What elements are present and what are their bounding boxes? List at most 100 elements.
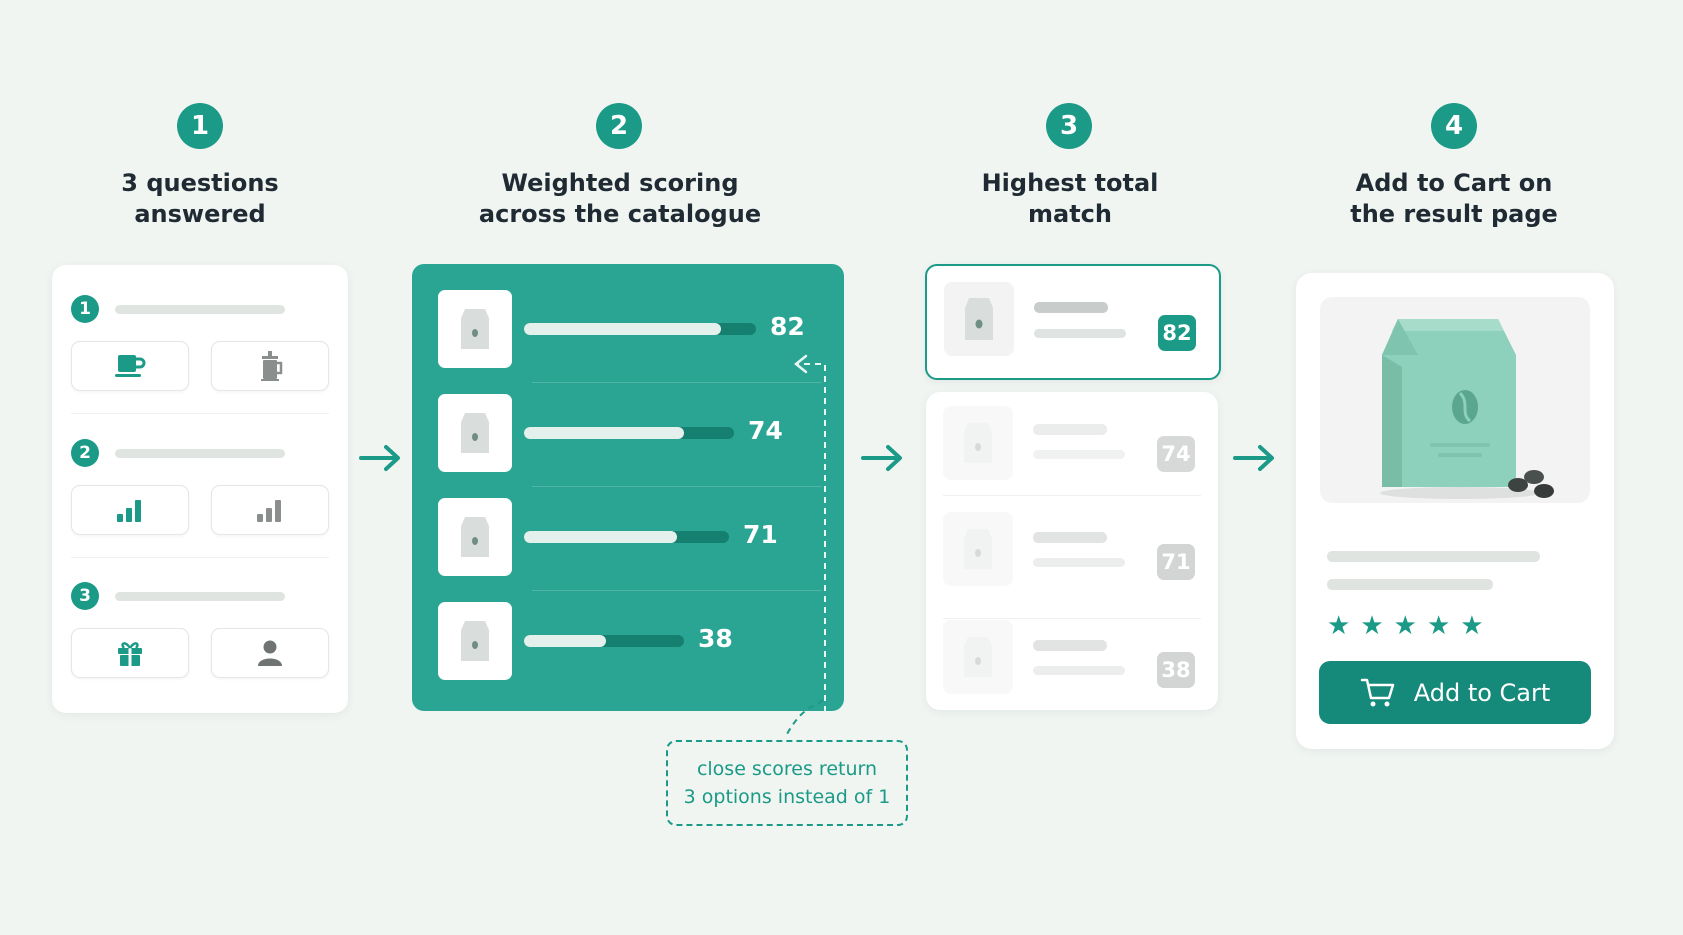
score-bar-fill [524,323,721,335]
questions-card: 1 2 3 [52,265,348,713]
result-placeholder-bar [1033,532,1107,543]
step-3-title-line2: match [1028,200,1112,228]
question-2-option-b[interactable] [211,485,329,535]
star-icon: ★ [1360,611,1384,641]
step-2-title: Weighted scoring across the catalogue [450,168,790,230]
question-divider [71,557,329,558]
top-result-placeholder-bar [1034,329,1126,338]
step-4-title: Add to Cart on the result page [1284,168,1624,230]
coffee-bag-icon [965,298,993,340]
star-icon: ★ [1327,611,1351,641]
result-product-thumbnail [943,512,1013,586]
annotation-line2: 3 options instead of 1 [683,786,891,808]
star-icon: ★ [1393,611,1417,641]
flow-arrow-icon [861,445,902,471]
score-bar-fill [524,427,684,439]
question-2-placeholder-bar [115,449,285,458]
step-2-badge: 2 [596,103,642,149]
result-placeholder-bar [1033,424,1107,435]
result-row [943,406,1013,480]
result-product-thumbnail [943,406,1013,480]
coffee-bag-icon [461,309,489,349]
coffee-bag-icon [461,413,489,453]
question-1-option-a[interactable] [71,341,189,391]
step-1-badge: 1 [177,103,223,149]
score-product-thumbnail [438,602,512,680]
score-bar-fill [524,635,606,647]
step-1-title: 3 questions answered [30,168,370,230]
question-divider [71,413,329,414]
score-row-divider [532,486,822,487]
score-value: 82 [770,312,805,341]
top-result-score-badge: 82 [1158,315,1196,351]
star-icon: ★ [1460,611,1484,641]
annotation-connector [793,354,826,712]
coffee-cup-icon [115,355,146,377]
coffee-bag-icon [964,423,992,463]
question-1-option-b[interactable] [211,341,329,391]
top-result-placeholder-bar [1034,302,1108,313]
step-4-title-line2: the result page [1350,200,1558,228]
strength-bars-icon [117,500,141,522]
result-score-badge: 38 [1157,652,1195,688]
strength-bars-icon [257,500,281,522]
coffee-bag-icon [964,637,992,677]
step-2-title-line2: across the catalogue [478,200,762,228]
score-value: 38 [698,624,733,653]
star-icon: ★ [1426,611,1451,641]
step-2-title-line1: Weighted scoring [501,169,739,197]
question-3-option-b[interactable] [211,628,329,678]
result-placeholder-bar [1033,558,1125,567]
top-result-card[interactable]: 82 [925,264,1221,380]
score-product-thumbnail [438,394,512,472]
coffee-bag-icon [461,517,489,557]
question-3-placeholder-bar [115,592,285,601]
flow-arrow-icon [1233,445,1274,471]
step-3-title: Highest total match [900,168,1240,230]
result-row [943,620,1013,694]
result-score-badge: 71 [1157,544,1195,580]
score-bar-fill [524,531,677,543]
add-to-cart-button[interactable]: Add to Cart [1319,661,1591,724]
other-results-card: 74 71 38 [926,392,1218,710]
score-value: 74 [748,416,783,445]
coffee-bag-icon [461,621,489,661]
question-3-number: 3 [71,582,99,610]
result-row [943,512,1013,586]
step-1-title-line1: 3 questions [121,169,279,197]
score-product-thumbnail [438,290,512,368]
step-3-badge: 3 [1046,103,1092,149]
gift-icon [118,642,142,666]
product-image [1320,297,1590,503]
annotation-pointer [786,699,824,735]
product-subtitle-placeholder [1327,579,1493,590]
step-4-badge: 4 [1431,103,1477,149]
coffee-bag-image [1380,319,1554,499]
result-product-thumbnail [943,620,1013,694]
add-to-cart-label: Add to Cart [1413,678,1551,707]
annotation-box: close scores return 3 options instead of… [666,740,908,826]
top-result-product-thumbnail [944,282,1014,356]
score-product-thumbnail [438,498,512,576]
question-3-option-a[interactable] [71,628,189,678]
result-divider [943,618,1201,619]
result-placeholder-bar [1033,450,1125,459]
result-placeholder-bar [1033,640,1107,651]
question-1-number: 1 [71,295,99,323]
product-rating: ★ ★ ★ ★ ★ [1327,613,1484,639]
step-4-title-line1: Add to Cart on [1355,169,1553,197]
score-row-divider [532,382,822,383]
product-title-placeholder [1327,551,1540,562]
product-result-card: ★ ★ ★ ★ ★ Add to Cart [1296,273,1614,749]
person-icon [258,640,282,666]
annotation-line1: close scores return [696,758,878,780]
french-press-icon [261,351,283,381]
result-placeholder-bar [1033,666,1125,675]
step-1-title-line2: answered [134,200,266,228]
coffee-bag-icon [964,529,992,569]
result-divider [943,495,1201,496]
question-2-option-a[interactable] [71,485,189,535]
score-row-divider [532,590,822,591]
